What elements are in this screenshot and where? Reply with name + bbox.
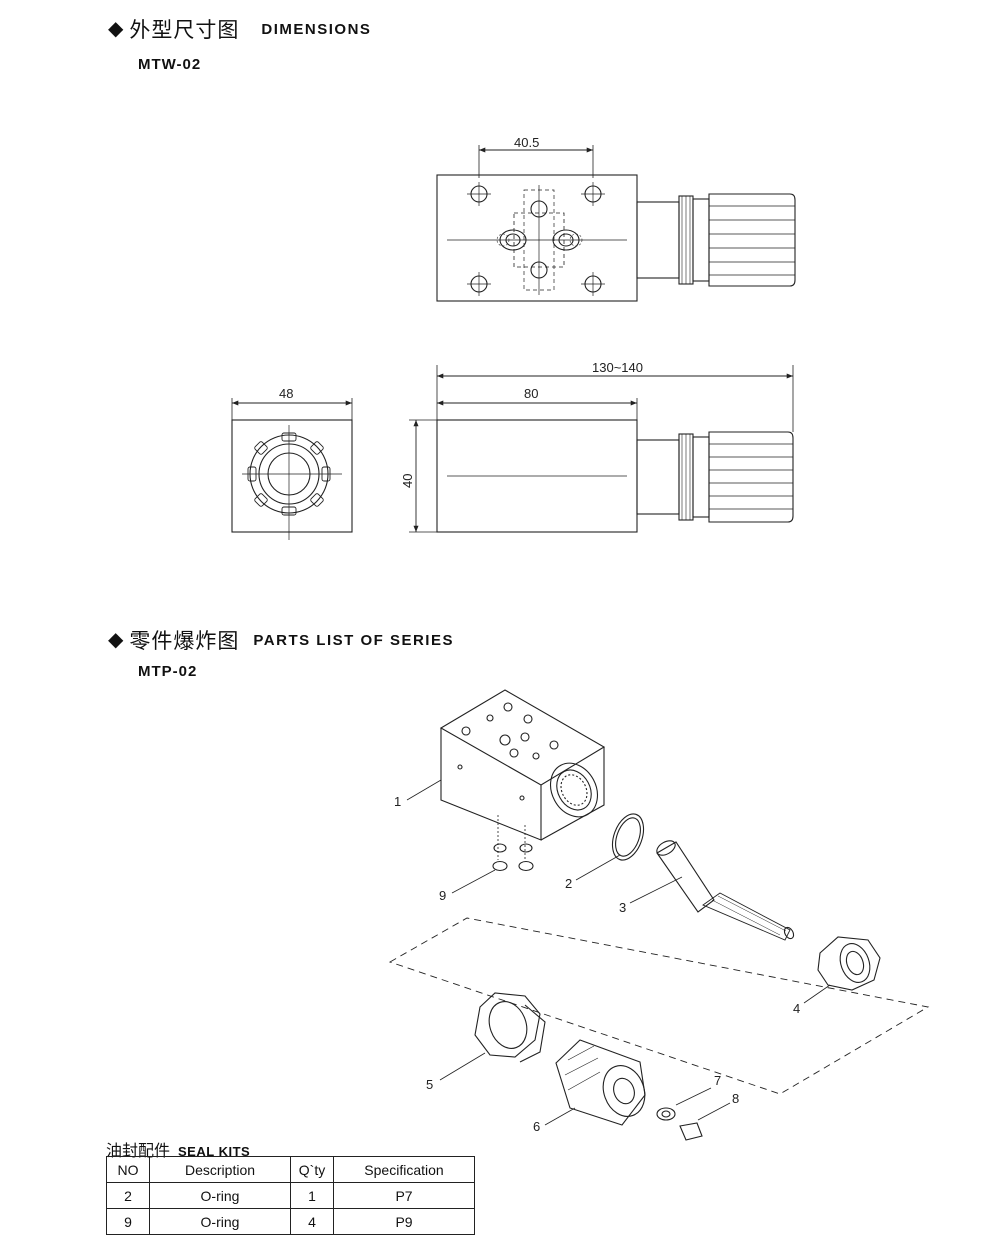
table-row: 2 O-ring 1 P7 (106, 1182, 475, 1209)
header-specification: Specification (333, 1156, 475, 1183)
dimensions-heading: ◆ 外型尺寸图 DIMENSIONS (108, 14, 371, 44)
callout-9: 9 (439, 888, 446, 903)
dim-width: 48 (279, 386, 293, 401)
top-view-drawing (436, 145, 796, 302)
cell-no: 2 (106, 1182, 150, 1209)
seal-kits-title-en: SEAL KITS (178, 1144, 251, 1159)
dimensions-heading-cn: 外型尺寸图 (129, 18, 240, 42)
callout-2: 2 (565, 876, 572, 891)
cell-description: O-ring (149, 1208, 291, 1235)
side-view-drawing (409, 365, 794, 533)
dim-overall-length: 130~140 (592, 360, 643, 375)
cell-description: O-ring (149, 1182, 291, 1209)
callout-6: 6 (533, 1119, 540, 1134)
cell-specification: P9 (333, 1208, 475, 1235)
end-view-drawing (231, 398, 353, 540)
seal-kits-title: 油封配件 SEAL KITS (106, 1137, 250, 1161)
dimensions-heading-en: DIMENSIONS (261, 20, 372, 38)
header-description: Description (149, 1156, 291, 1183)
parts-heading-cn: 零件爆炸图 (129, 629, 240, 653)
callout-3: 3 (619, 900, 626, 915)
callout-8: 8 (732, 1091, 739, 1106)
callout-4: 4 (793, 1001, 800, 1016)
diamond-bullet-icon: ◆ (108, 629, 124, 651)
callout-5: 5 (426, 1077, 433, 1092)
diamond-bullet-icon: ◆ (108, 18, 124, 40)
cell-specification: P7 (333, 1182, 475, 1209)
dim-hole-spacing: 40.5 (514, 135, 539, 150)
seal-kits-table: NO Description Q`ty Specification 2 O-ri… (106, 1156, 475, 1235)
cell-qty: 1 (290, 1182, 334, 1209)
exploded-view-drawing (388, 689, 930, 1141)
header-qty: Q`ty (290, 1156, 334, 1183)
table-header-row: NO Description Q`ty Specification (106, 1156, 475, 1183)
parts-model: MTP-02 (138, 663, 198, 680)
dimensions-model: MTW-02 (138, 56, 202, 73)
dim-body-length: 80 (524, 386, 538, 401)
table-row: 9 O-ring 4 P9 (106, 1208, 475, 1235)
dim-height: 40 (400, 474, 415, 488)
parts-heading: ◆ 零件爆炸图 PARTS LIST OF SERIES (108, 625, 454, 655)
seal-kits-title-cn: 油封配件 (106, 1141, 171, 1160)
header-no: NO (106, 1156, 150, 1183)
callout-7: 7 (714, 1073, 721, 1088)
cell-no: 9 (106, 1208, 150, 1235)
callout-1: 1 (394, 794, 401, 809)
parts-heading-en: PARTS LIST OF SERIES (253, 631, 454, 649)
cell-qty: 4 (290, 1208, 334, 1235)
